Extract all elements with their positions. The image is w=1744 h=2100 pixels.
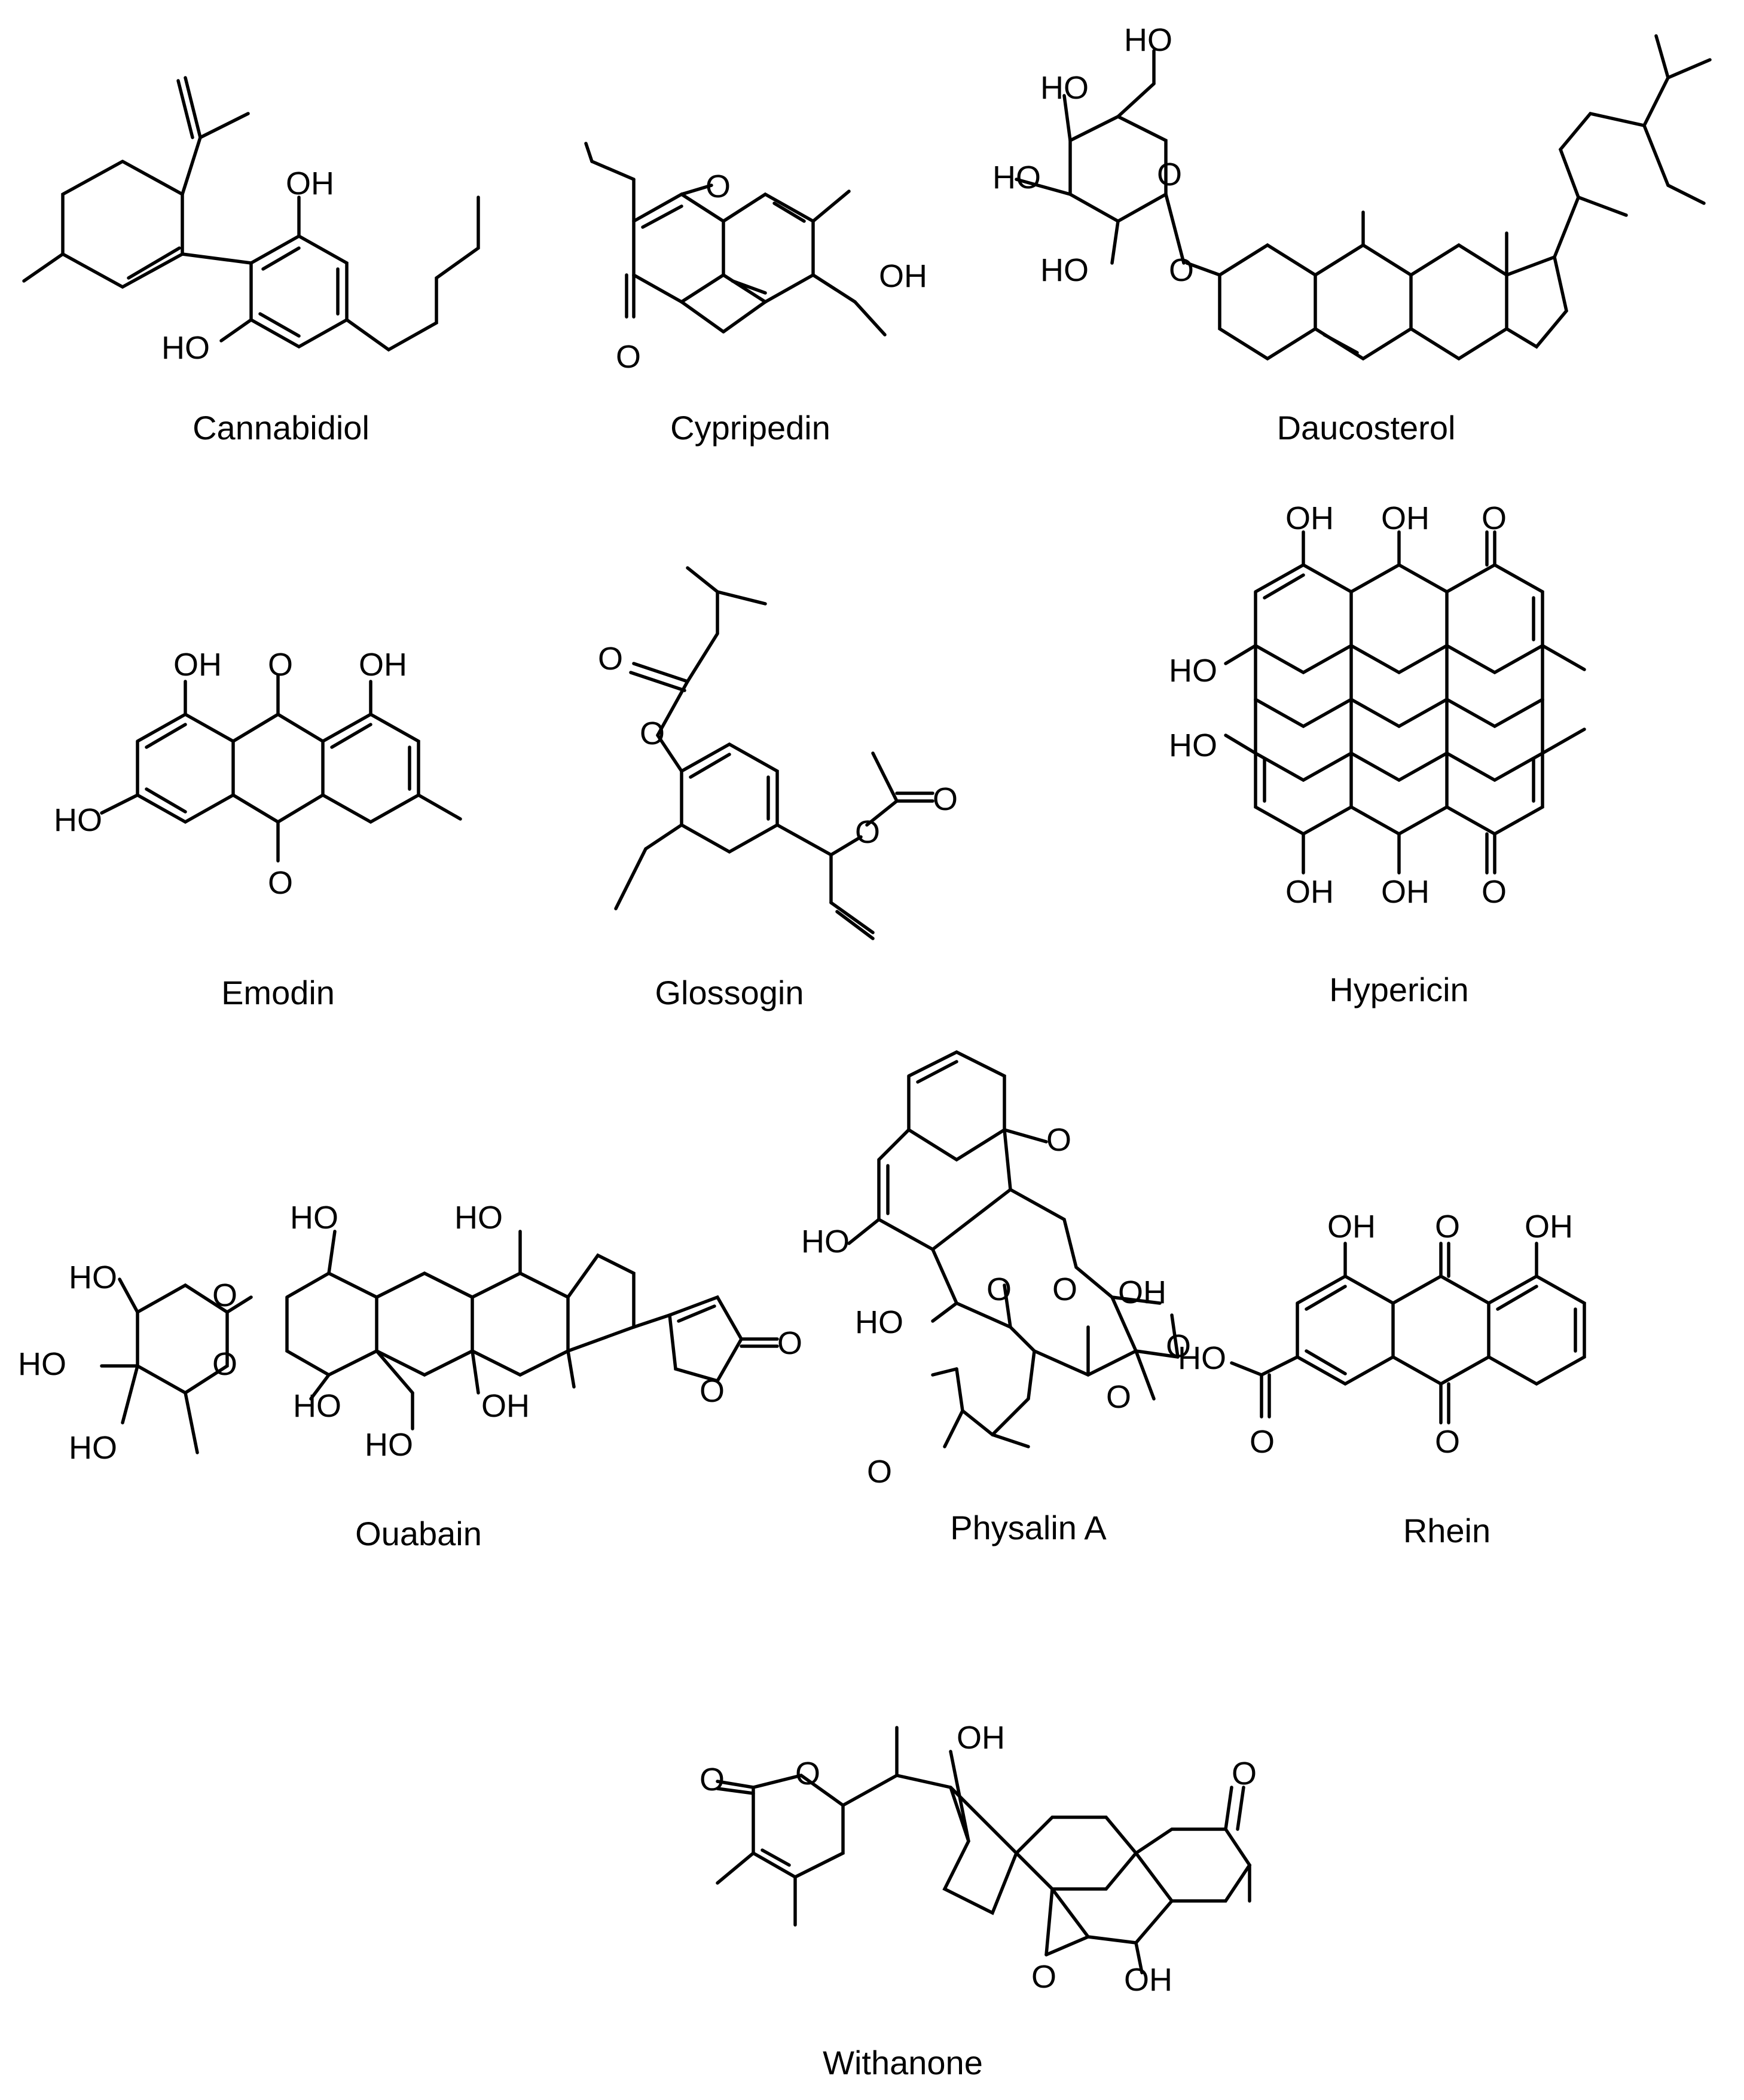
daucosterol-glycosidic-o: O [1169, 252, 1194, 288]
caption-rhein: Rhein [1403, 1512, 1491, 1549]
physalin-a-ketone-o: O [1046, 1122, 1071, 1158]
withanone-oh-bottom: OH [1124, 1962, 1172, 1998]
cannabidiol-structure: OH HO Cannabidiol [22, 76, 480, 447]
glossogin-structure: O O O O Glossogin [598, 566, 958, 1011]
physalin-a-ho-2: HO [855, 1304, 903, 1340]
emodin-o-bottom: O [268, 865, 293, 901]
caption-hypericin: Hypericin [1329, 971, 1468, 1008]
ouabain-ho-2: HO [18, 1346, 66, 1382]
ouabain-oh-label: OH [481, 1388, 530, 1424]
daucosterol-ho-3: HO [992, 160, 1041, 195]
ouabain-ho-4: HO [290, 1200, 338, 1236]
caption-physalin-a: Physalin A [950, 1509, 1107, 1546]
daucosterol-ho-2: HO [1040, 70, 1089, 106]
hypericin-ho-2: HO [1169, 727, 1217, 763]
cannabidiol-ho-label: HO [161, 330, 210, 366]
ouabain-ho-1: HO [69, 1260, 117, 1295]
daucosterol-ho-top: HO [1124, 22, 1172, 58]
emodin-o-top: O [268, 647, 293, 683]
hypericin-ho-1: HO [1169, 653, 1217, 689]
hypericin-oh-1: OH [1285, 500, 1334, 536]
cypripedin-oh-label: OH [879, 258, 927, 294]
hypericin-oh-2: OH [1381, 500, 1430, 536]
caption-ouabain: Ouabain [355, 1515, 482, 1552]
caption-emodin: Emodin [221, 974, 335, 1011]
physalin-a-ho-1: HO [801, 1224, 850, 1260]
rhein-o-bottom: O [1435, 1424, 1460, 1460]
cypripedin-o-bottom: O [616, 339, 641, 375]
withanone-ring-o: O [795, 1756, 820, 1792]
ouabain-ho-5: HO [454, 1200, 503, 1236]
withanone-structure: OH O O O O OH Withanone [700, 1720, 1257, 2081]
glossogin-ester-o: O [640, 716, 665, 751]
physalin-a-o-1: O [986, 1271, 1012, 1307]
physalin-a-o-2: O [1052, 1271, 1077, 1307]
cannabidiol-oh-label: OH [286, 166, 334, 201]
hypericin-oh-3: OH [1285, 874, 1334, 910]
cypripedin-structure: O O OH Cypripedin [584, 142, 927, 447]
rhein-oh-left: OH [1327, 1209, 1376, 1245]
physalin-a-o-3: O [1166, 1328, 1191, 1364]
rhein-structure: OH O OH HO O O Rhein [1178, 1209, 1586, 1549]
ouabain-lactone-o: O [700, 1373, 725, 1409]
daucosterol-structure: HO HO HO HO O O Daucosterol [992, 22, 1712, 447]
cypripedin-o-top: O [705, 169, 731, 204]
rhein-oh-right: OH [1525, 1209, 1573, 1245]
rhein-acid-o: O [1250, 1424, 1275, 1460]
caption-cypripedin: Cypripedin [670, 409, 830, 447]
ouabain-ho-6: HO [293, 1388, 341, 1424]
withanone-epoxide-o: O [1031, 1959, 1056, 1995]
glossogin-acetate-carbonyl-o: O [933, 781, 958, 817]
daucosterol-ho-4: HO [1040, 252, 1089, 288]
caption-daucosterol: Daucosterol [1277, 409, 1456, 447]
hypericin-oh-4: OH [1381, 874, 1430, 910]
physalin-a-o-5: O [867, 1454, 892, 1490]
caption-withanone: Withanone [823, 2044, 983, 2081]
ouabain-glycosidic-o: O [212, 1277, 237, 1313]
hypericin-o-top: O [1482, 500, 1507, 536]
emodin-oh-right: OH [359, 647, 407, 683]
rhein-ho-label: HO [1178, 1340, 1226, 1376]
withanone-oh-top: OH [957, 1720, 1005, 1756]
ouabain-ring-o: O [212, 1346, 237, 1382]
emodin-oh-left: OH [173, 647, 222, 683]
ouabain-carbonyl-o: O [777, 1325, 802, 1361]
rhein-o-top: O [1435, 1209, 1460, 1245]
hypericin-structure: OH OH O HO HO OH OH O Hypericin [1169, 500, 1586, 1008]
glossogin-carbonyl-o: O [598, 641, 623, 677]
withanone-ketone-o: O [1232, 1756, 1257, 1792]
physalin-a-oh-label: OH [1118, 1274, 1166, 1310]
caption-cannabidiol: Cannabidiol [193, 409, 369, 447]
caption-glossogin: Glossogin [655, 974, 804, 1011]
emodin-structure: OH O OH HO O Emodin [54, 647, 462, 1011]
glossogin-acetate-o: O [855, 814, 880, 850]
ouabain-structure: HO HO HO HO HO O O O O HO OH HO Ouabain [18, 1200, 802, 1552]
withanone-carbonyl-o: O [700, 1762, 725, 1798]
daucosterol-ring-o: O [1157, 157, 1182, 192]
physalin-a-structure: O HO HO O O OH O O O Physalin A [801, 1050, 1191, 1546]
hypericin-o-bottom: O [1482, 874, 1507, 910]
ouabain-ho-7: HO [365, 1427, 413, 1463]
emodin-ho-label: HO [54, 802, 102, 838]
ouabain-ho-3: HO [69, 1430, 117, 1466]
physalin-a-o-4: O [1106, 1379, 1131, 1415]
